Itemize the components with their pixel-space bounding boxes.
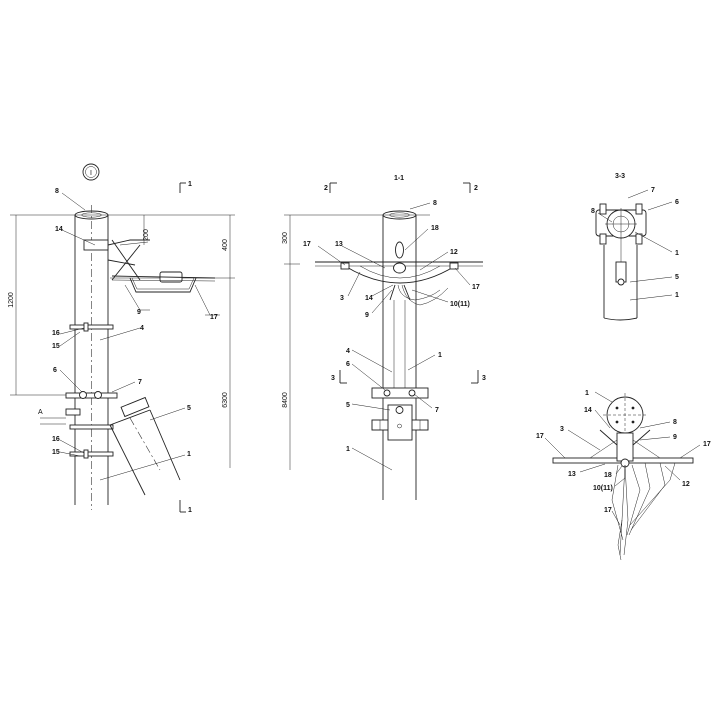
callout-17: 17 [210, 314, 218, 321]
callout-12: 12 [682, 481, 690, 488]
right-bottom-view: 1 14 8 17 3 9 17 13 18 12 10(11) 17 [536, 390, 711, 561]
callout-14: 14 [365, 295, 373, 302]
middle-leaders: 8 18 17 13 12 17 3 14 10(11) 9 4 1 6 [303, 200, 480, 471]
callout-16: 16 [52, 330, 60, 337]
callout-5: 5 [346, 402, 350, 409]
callout-12: 12 [450, 249, 458, 256]
cable-fan [611, 462, 676, 561]
section-mark: 2 [324, 185, 328, 192]
callout-18: 18 [604, 472, 612, 479]
callout-7: 7 [138, 379, 142, 386]
callout-15: 15 [52, 343, 60, 350]
view-marker: I [90, 170, 92, 177]
callout-1: 1 [438, 352, 442, 359]
callout-9: 9 [365, 312, 369, 319]
callout-6: 6 [346, 361, 350, 368]
section-mark: 1 [188, 507, 192, 514]
section-mark: 3 [331, 375, 335, 382]
callout-13: 13 [335, 241, 343, 248]
right-top-leaders: 7 6 8 5 1 1 [591, 187, 679, 301]
callout-15b: 15 [52, 449, 60, 456]
callout-8: 8 [55, 188, 59, 195]
cut-mark-A: A [38, 409, 43, 416]
callout-1b: 1 [346, 446, 350, 453]
left-view: I 1 1 1200 200 400 6300 [8, 163, 235, 514]
right-bottom-leaders: 1 14 8 17 3 9 17 13 18 12 10(11) 17 [536, 390, 711, 526]
callout-10-11: 10(11) [450, 301, 470, 308]
callout-14: 14 [584, 407, 592, 414]
callout-5: 5 [187, 405, 191, 412]
mount-plate [371, 387, 429, 441]
pole-top-plan [603, 393, 647, 437]
callout-6: 6 [675, 199, 679, 206]
callout-3: 3 [560, 426, 564, 433]
section-title: 1-1 [394, 175, 404, 182]
callout-7: 7 [651, 187, 655, 194]
crossarm-plan [552, 429, 694, 468]
callout-18: 18 [431, 225, 439, 232]
dim-300: 300 [282, 232, 289, 244]
dim-200: 200 [143, 229, 150, 241]
callout-17: 17 [536, 433, 544, 440]
callout-10-11: 10(11) [593, 485, 613, 492]
callout-16b: 16 [52, 436, 60, 443]
section-title: 3-3 [615, 173, 625, 180]
callout-9: 9 [137, 309, 141, 316]
view-marker-circle [82, 163, 100, 181]
section-mark: 3 [482, 375, 486, 382]
clamp-plan [595, 203, 647, 321]
callout-14: 14 [55, 226, 63, 233]
left-leaders: 8 14 9 17 16 15 4 6 7 5 1 16 1 [52, 188, 220, 481]
callout-17b: 17 [472, 284, 480, 291]
callout-4: 4 [140, 325, 144, 332]
right-top-view: 3-3 7 6 8 5 1 [591, 173, 679, 321]
angled-pipe [109, 396, 181, 496]
callout-8: 8 [591, 208, 595, 215]
section-mark: 2 [474, 185, 478, 192]
upper-bracket [83, 239, 216, 293]
pole-clamps [65, 322, 118, 459]
callout-3: 3 [340, 295, 344, 302]
callout-13: 13 [568, 471, 576, 478]
middle-view: 1-1 2 2 3 3 300 8400 [282, 175, 486, 500]
crossarm [315, 241, 483, 306]
pole [74, 205, 109, 510]
callout-8: 8 [673, 419, 677, 426]
callout-6: 6 [53, 367, 57, 374]
dim-6300: 6300 [222, 392, 229, 408]
pole [382, 210, 417, 500]
section-mark: 1 [188, 181, 192, 188]
callout-4: 4 [346, 348, 350, 355]
dim-1200: 1200 [8, 292, 15, 308]
callout-1b: 1 [675, 292, 679, 299]
callout-17b: 17 [703, 441, 711, 448]
callout-7: 7 [435, 407, 439, 414]
callout-17c: 17 [604, 507, 612, 514]
callout-5: 5 [675, 274, 679, 281]
dim-8400: 8400 [282, 392, 289, 408]
callout-8: 8 [433, 200, 437, 207]
callout-1: 1 [675, 250, 679, 257]
callout-9: 9 [673, 434, 677, 441]
dim-400: 400 [222, 239, 229, 251]
callout-1: 1 [187, 451, 191, 458]
callout-17: 17 [303, 241, 311, 248]
callout-1: 1 [585, 390, 589, 397]
